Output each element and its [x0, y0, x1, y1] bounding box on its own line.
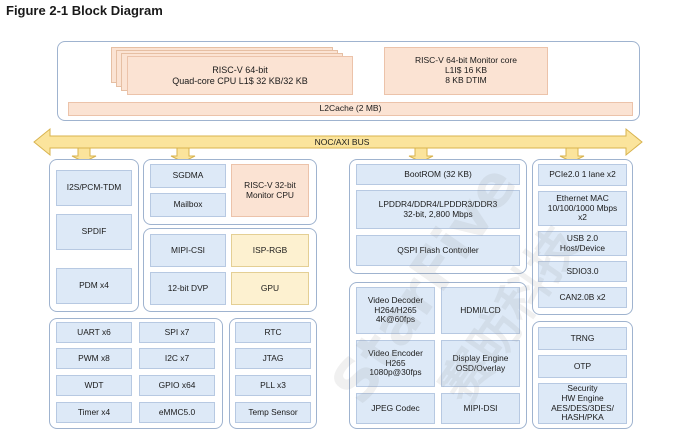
video-decoder: Video Decoder H264/H265 4K@60fps: [356, 287, 435, 334]
gpu: GPU: [231, 272, 309, 305]
usb2: USB 2.0 Host/Device: [538, 231, 627, 256]
pdm: PDM x4: [56, 268, 132, 304]
emmc: eMMC5.0: [139, 402, 215, 423]
pcie: PCIe2.0 1 lane x2: [538, 164, 627, 186]
qspi-flash-controller: QSPI Flash Controller: [356, 235, 520, 266]
spdif: SPDIF: [56, 214, 132, 250]
l2cache: L2Cache (2 MB): [68, 102, 633, 116]
can2b: CAN2.0B x2: [538, 287, 627, 308]
monitor-core: RISC-V 64-bit Monitor core L1I$ 16 KB 8 …: [384, 47, 548, 95]
pwm: PWM x8: [56, 348, 132, 369]
temp-sensor: Temp Sensor: [235, 402, 311, 423]
mailbox: Mailbox: [150, 193, 226, 217]
sdio3: SDIO3.0: [538, 261, 627, 282]
monitor-cpu-32bit: RISC-V 32-bit Monitor CPU: [231, 164, 309, 217]
jpeg-codec: JPEG Codec: [356, 393, 435, 424]
bootrom: BootROM (32 KB): [356, 164, 520, 185]
trng: TRNG: [538, 327, 627, 350]
ethernet-mac: Ethernet MAC 10/100/1000 Mbps x2: [538, 191, 627, 226]
display-engine: Display Engine OSD/Overlay: [441, 340, 520, 387]
mipi-csi: MIPI-CSI: [150, 234, 226, 267]
bus-label: NOC/AXI BUS: [314, 137, 370, 147]
otp: OTP: [538, 355, 627, 378]
figure-title: Figure 2-1 Block Diagram: [6, 3, 163, 18]
isp-rgb: ISP-RGB: [231, 234, 309, 267]
gpio: GPIO x64: [139, 375, 215, 396]
wdt: WDT: [56, 375, 132, 396]
security-engine: Security HW Engine AES/DES/3DES/ HASH/PK…: [538, 383, 627, 424]
lpddr-controller: LPDDR4/DDR4/LPDDR3/DDR3 32-bit, 2,800 Mb…: [356, 190, 520, 229]
dvp-12bit: 12-bit DVP: [150, 272, 226, 305]
i2s-pcm-tdm: I2S/PCM-TDM: [56, 170, 132, 206]
pll: PLL x3: [235, 375, 311, 396]
spi: SPI x7: [139, 322, 215, 343]
uart: UART x6: [56, 322, 132, 343]
i2c: I2C x7: [139, 348, 215, 369]
hdmi-lcd: HDMI/LCD: [441, 287, 520, 334]
sgdma: SGDMA: [150, 164, 226, 188]
jtag: JTAG: [235, 348, 311, 369]
quad-core-cpu: RISC-V 64-bit Quad-core CPU L1$ 32 KB/32…: [127, 56, 353, 95]
video-encoder: Video Encoder H265 1080p@30fps: [356, 340, 435, 387]
rtc: RTC: [235, 322, 311, 343]
mipi-dsi: MIPI-DSI: [441, 393, 520, 424]
timer: Timer x4: [56, 402, 132, 423]
